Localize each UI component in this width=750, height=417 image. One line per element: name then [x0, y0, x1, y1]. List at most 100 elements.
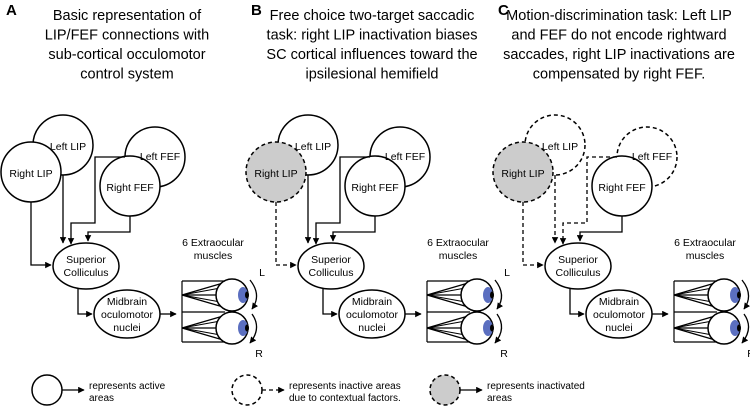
midbrain-label: nuclei [358, 322, 385, 334]
midbrain-label: oculomotor [346, 309, 398, 321]
panel-heading-line: sub-cortical occulomotor [48, 47, 205, 63]
right-fef-label: Right FEF [106, 182, 153, 194]
connection-left-fef-to-sc [559, 156, 617, 245]
rotation-arc-left [741, 279, 750, 310]
legend-inactivated-symbol [429, 374, 461, 406]
panel-heading-line: Free choice two-target saccadic [270, 8, 475, 24]
panel-heading-line: task: right LIP inactivation biases [267, 28, 478, 44]
legend-inactive-symbol [231, 374, 263, 406]
connection-sc-to-midbrain [569, 289, 585, 318]
right-lip-label: Right LIP [501, 168, 544, 180]
iris [483, 287, 493, 303]
connection-right-fef-to-sc [576, 216, 623, 242]
connection-sc-to-midbrain [322, 289, 338, 318]
panel-heading-line: Basic representation of [53, 8, 202, 24]
pupil [490, 324, 494, 332]
panel-heading-line: SC cortical influences toward the [266, 47, 477, 63]
connection-sc-to-midbrain [77, 289, 93, 318]
pupil [490, 291, 494, 299]
panel-heading-line: Motion-discrimination task: Left LIP [506, 8, 732, 24]
superior-colliculus-label: Superior [66, 254, 106, 266]
pupil [245, 291, 249, 299]
legend-active-symbol [31, 374, 63, 406]
panel-heading-line: compensated by right FEF. [533, 67, 705, 83]
muscles-label: muscles [194, 250, 233, 262]
muscles-label: 6 Extraocular [427, 237, 489, 249]
left-fef-label: Left FEF [140, 151, 180, 163]
superior-colliculus-label: Superior [558, 254, 598, 266]
panel-letter: A [6, 2, 17, 19]
right-lip-label: Right LIP [9, 168, 52, 180]
rotation-arc-right [741, 313, 750, 344]
eye-label-right: R [255, 348, 263, 360]
superior-colliculus-label: Colliculus [556, 267, 601, 279]
right-lip-node [245, 141, 307, 203]
pupil [737, 324, 741, 332]
eye-left [426, 278, 494, 312]
panel-heading-line: control system [80, 67, 173, 83]
superior-colliculus-label: Colliculus [309, 267, 354, 279]
panel-letter: B [251, 2, 262, 19]
eye-label-left: L [259, 267, 265, 279]
eye-right [181, 311, 249, 345]
left-lip-label: Left LIP [295, 141, 331, 153]
midbrain-label: nuclei [113, 322, 140, 334]
right-fef-label: Right FEF [351, 182, 398, 194]
iris [730, 287, 740, 303]
panel-b: B Free choice two-target saccadic task: ri… [245, 2, 510, 360]
eye-label-left: L [504, 267, 510, 279]
panel-heading-line: saccades, right LIP inactivations are [503, 47, 735, 63]
rotation-arc-left [494, 279, 504, 310]
connection-left-fef-to-sc [67, 156, 125, 245]
left-lip-label: Left LIP [50, 141, 86, 153]
right-fef-label: Right FEF [598, 182, 645, 194]
midbrain-label: Midbrain [107, 296, 147, 308]
pupil [737, 291, 741, 299]
connection-right-fef-to-sc [329, 216, 376, 242]
eye-label-right: R [500, 348, 508, 360]
panel-heading-line: LIP/FEF connections with [45, 28, 209, 44]
iris [730, 320, 740, 336]
panel-letter: C [498, 2, 509, 19]
panel-heading-line: ipsilesional hemifield [306, 67, 439, 83]
superior-colliculus-node [544, 242, 612, 290]
connection-right-fef-to-sc [84, 216, 131, 242]
panel-heading-line: and FEF do not encode rightward [511, 28, 726, 44]
panel-a: A Basic representation of LIP/FEF connecti… [0, 2, 265, 360]
eye-label-right: R [747, 348, 750, 360]
left-lip-label: Left LIP [542, 141, 578, 153]
superior-colliculus-node [297, 242, 365, 290]
midbrain-label: oculomotor [101, 309, 153, 321]
rotation-arc-left [249, 279, 259, 310]
muscles-label: 6 Extraocular [674, 237, 736, 249]
superior-colliculus-label: Colliculus [64, 267, 109, 279]
muscles-label: muscles [686, 250, 725, 262]
eye-left [181, 278, 249, 312]
midbrain-label: Midbrain [599, 296, 639, 308]
right-lip-label: Right LIP [254, 168, 297, 180]
superior-colliculus-node [52, 242, 120, 290]
right-lip-node [492, 141, 554, 203]
muscles-label: muscles [439, 250, 478, 262]
rotation-arc-right [249, 313, 258, 344]
midbrain-label: Midbrain [352, 296, 392, 308]
connection-left-fef-to-sc [312, 156, 370, 245]
midbrain-label: nuclei [605, 322, 632, 334]
eye-right [426, 311, 494, 345]
iris [483, 320, 493, 336]
connection-right-lip-to-sc [275, 202, 297, 269]
iris [238, 320, 248, 336]
muscles-label: 6 Extraocular [182, 237, 244, 249]
superior-colliculus-label: Superior [311, 254, 351, 266]
connection-right-lip-to-sc [30, 202, 52, 269]
midbrain-label: oculomotor [593, 309, 645, 321]
iris [238, 287, 248, 303]
connection-right-lip-to-sc [522, 202, 544, 269]
left-fef-label: Left FEF [385, 151, 425, 163]
left-fef-label: Left FEF [632, 151, 672, 163]
